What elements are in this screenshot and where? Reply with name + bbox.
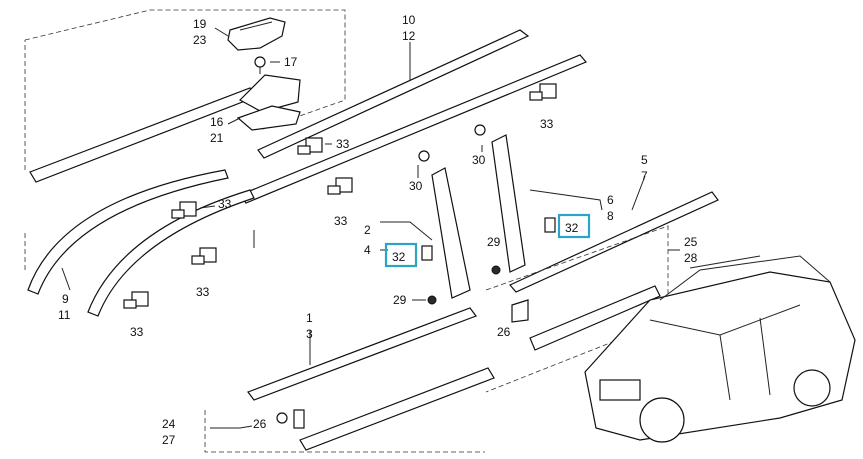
callout-16: 16 xyxy=(210,115,224,129)
callout-12: 12 xyxy=(402,29,416,43)
callout-5: 5 xyxy=(641,153,648,167)
highlight-box-32-left xyxy=(384,242,418,268)
roof-rail-group-frame xyxy=(24,9,346,270)
highlight-box-32-right xyxy=(557,213,591,239)
clip-33-a xyxy=(529,83,557,101)
callout-33-c: 33 xyxy=(334,214,348,228)
callout-1: 1 xyxy=(306,311,313,325)
rail-bracket-part xyxy=(236,74,301,131)
callout-29-left: 29 xyxy=(393,293,407,307)
callout-7: 7 xyxy=(641,169,648,183)
clip-33-b xyxy=(297,137,323,155)
callout-23: 23 xyxy=(193,33,207,47)
belt-molding-5-7 xyxy=(509,191,719,293)
clip-33-f xyxy=(123,291,149,309)
callout-9: 9 xyxy=(62,292,69,306)
pillar-garnish-front xyxy=(418,150,471,305)
callout-32-left: 32 xyxy=(392,250,406,264)
vehicle-illustration xyxy=(584,255,856,443)
callout-6: 6 xyxy=(607,193,614,207)
callout-4: 4 xyxy=(364,243,371,257)
callout-19: 19 xyxy=(193,17,207,31)
callout-33-e: 33 xyxy=(196,285,210,299)
clip-33-d xyxy=(171,201,197,219)
pillar-garnish-rear xyxy=(474,124,556,275)
callout-24: 24 xyxy=(162,417,176,431)
callout-21: 21 xyxy=(210,131,224,145)
roof-rail-curved xyxy=(27,169,255,317)
callout-33-a: 33 xyxy=(540,117,554,131)
callout-2: 2 xyxy=(364,223,371,237)
callout-17: 17 xyxy=(284,55,298,69)
clip-33-c xyxy=(327,177,353,195)
callout-11: 11 xyxy=(58,308,71,322)
callout-33-d: 33 xyxy=(218,197,232,211)
door-molding-frame xyxy=(485,225,669,393)
callout-26-left: 26 xyxy=(253,417,267,431)
callout-30-left: 30 xyxy=(409,179,423,193)
callout-33-f: 33 xyxy=(130,325,144,339)
rail-end-cap-part xyxy=(227,17,286,51)
callout-26-right: 26 xyxy=(497,325,511,339)
clip-33-e xyxy=(191,247,217,265)
door-molding-lower xyxy=(204,307,495,453)
roof-molding-10-12 xyxy=(239,29,587,204)
callout-29-right: 29 xyxy=(487,235,501,249)
callout-28: 28 xyxy=(684,251,698,265)
callout-10: 10 xyxy=(402,13,416,27)
callout-25: 25 xyxy=(684,235,698,249)
clip-17-part xyxy=(254,56,266,74)
callout-30-right: 30 xyxy=(472,153,486,167)
leader-lines xyxy=(61,27,680,429)
callout-8: 8 xyxy=(607,209,614,223)
callout-3: 3 xyxy=(306,327,313,341)
callout-32-right: 32 xyxy=(565,221,579,235)
callout-labels: 19 23 17 16 21 10 12 33 33 33 33 33 33 9… xyxy=(58,13,698,447)
roof-rail-strip-upper xyxy=(29,87,260,183)
callout-33-b: 33 xyxy=(336,137,350,151)
callout-27: 27 xyxy=(162,433,176,447)
